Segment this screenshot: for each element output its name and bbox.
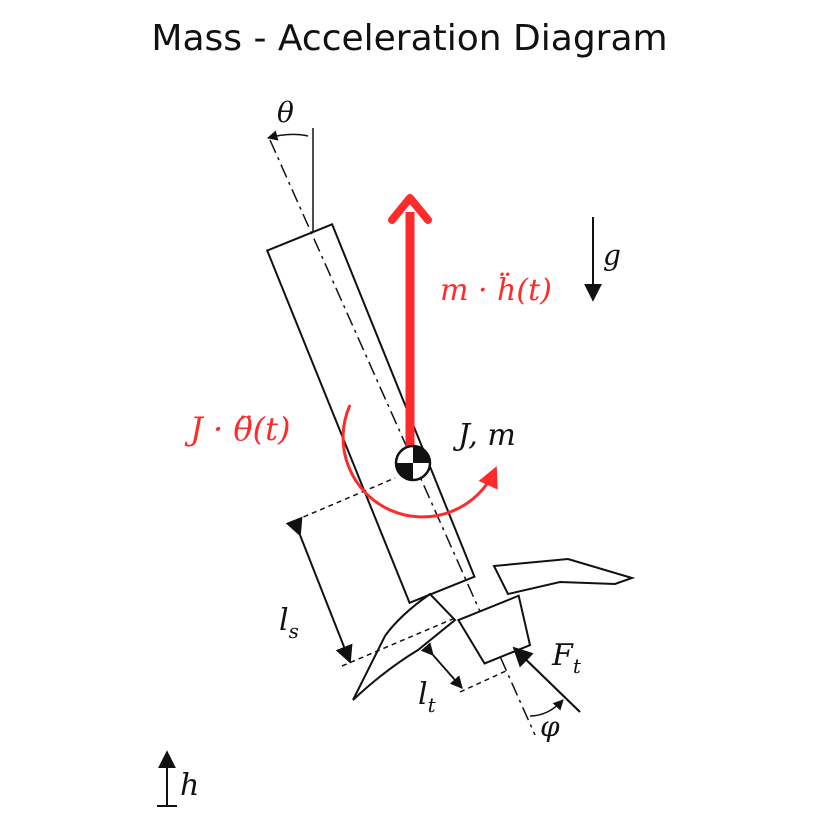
right-fin — [492, 557, 636, 596]
gravity-label: g — [603, 239, 621, 272]
ls-label: ls — [279, 603, 299, 643]
theta-label: θ — [277, 96, 294, 129]
phi-angle-arc — [529, 699, 564, 717]
ls-dimension-arrow — [285, 516, 353, 664]
phi-label: φ — [540, 710, 560, 743]
ft-label: Ft — [551, 638, 582, 678]
jm-label: J, m — [452, 418, 516, 453]
lt-dimension-arrow — [420, 642, 463, 689]
center-of-mass-icon — [394, 444, 432, 482]
lt-extension — [459, 669, 509, 693]
height-label: h — [180, 768, 199, 803]
rotational-inertia-arc — [341, 404, 498, 519]
thrust-force-arrow — [512, 646, 581, 713]
theta-angle-arc — [266, 130, 309, 141]
rocket-body — [265, 223, 476, 605]
diagram-title: Mass - Acceleration Diagram — [151, 18, 668, 59]
m-hddot-label: m · ḧ(t) — [440, 272, 552, 308]
lt-label: lt — [418, 677, 437, 717]
j-thetaddot-label: J · θ̈(t) — [184, 410, 290, 448]
nozzle — [456, 594, 532, 665]
left-fin — [352, 592, 457, 701]
ls-extension-bottom — [341, 617, 456, 667]
ls-extension-top — [286, 477, 396, 525]
translational-inertia-arrowhead — [388, 194, 432, 224]
